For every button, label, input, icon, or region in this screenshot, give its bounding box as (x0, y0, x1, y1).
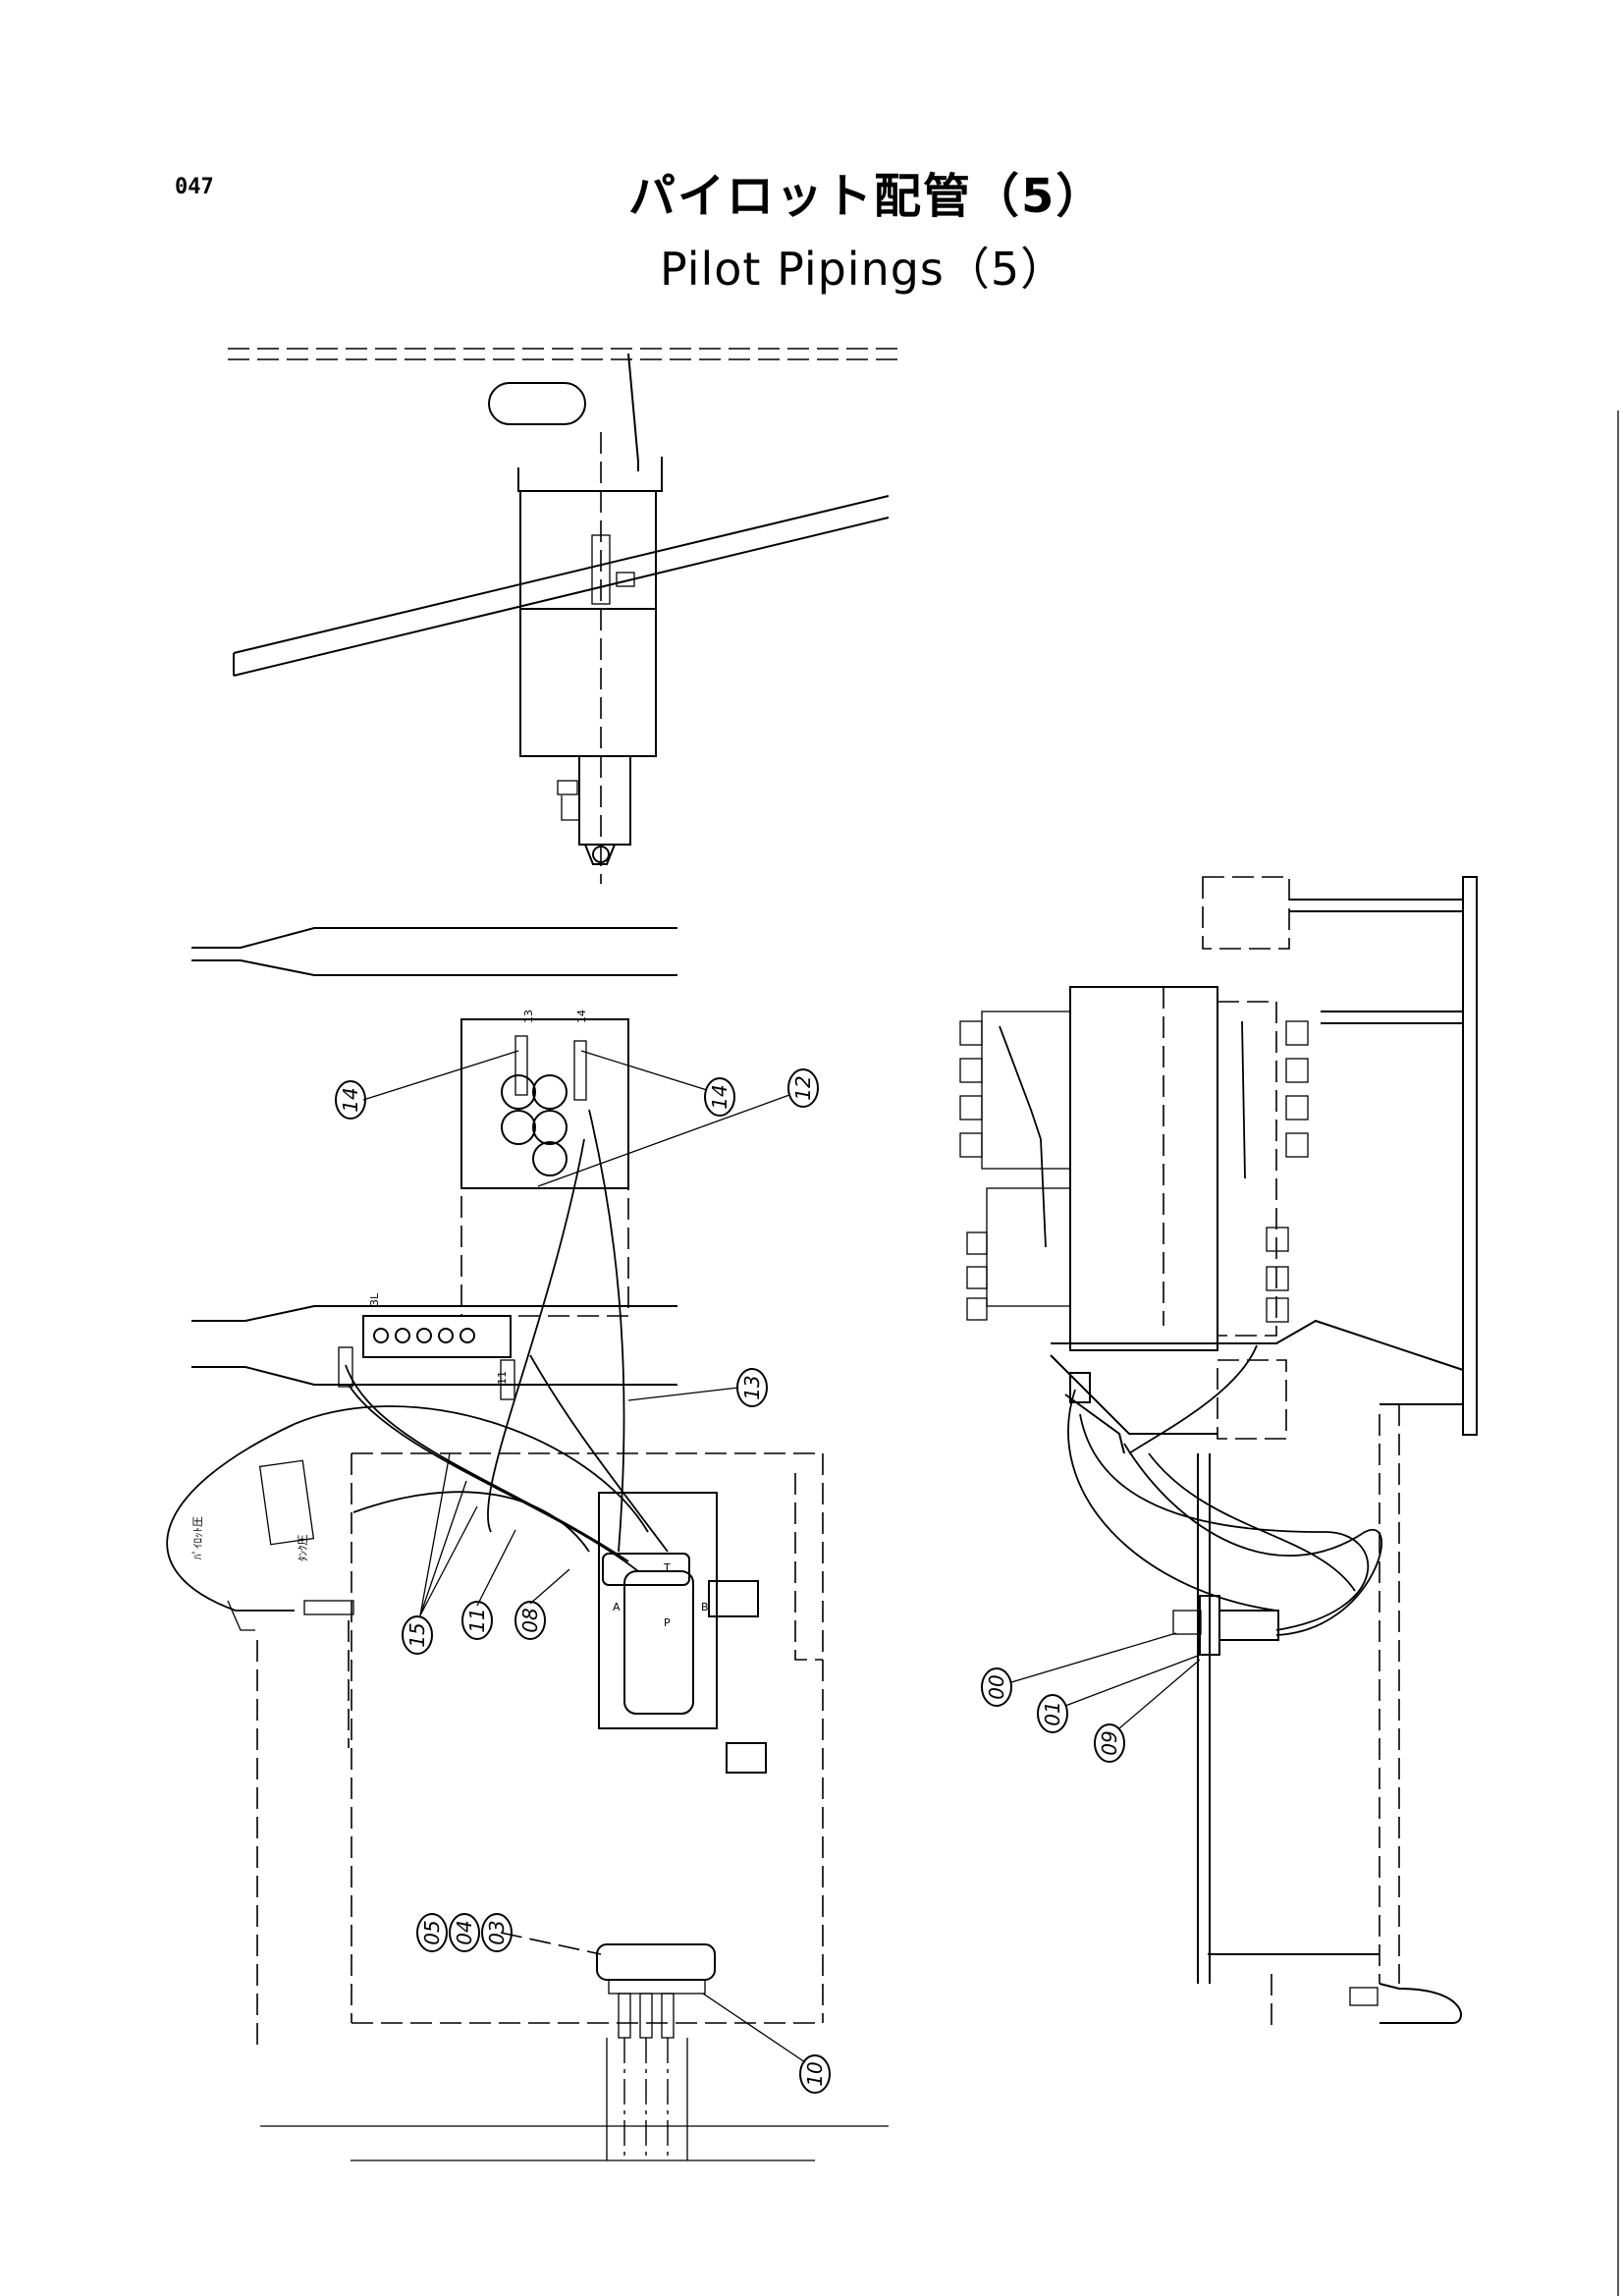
label-port-t: T (663, 1561, 671, 1574)
callout-circle-12 (787, 1068, 819, 1108)
label-3l: 3L (368, 1292, 381, 1306)
label-14: 14 (575, 1010, 588, 1023)
callout-08: 08 (518, 1608, 542, 1632)
callout-circle-14a (335, 1080, 366, 1120)
callout-00: 00 (985, 1674, 1008, 1699)
callout-12: 12 (791, 1075, 815, 1100)
label-13: 13 (522, 1010, 535, 1023)
callout-14a: 14 (339, 1087, 362, 1112)
callout-13: 13 (740, 1375, 764, 1399)
middle-left-view: ﾊﾟｲﾛｯﾄ圧 ﾀﾝｸ圧 (166, 927, 889, 2127)
page-number: 047 (175, 175, 214, 199)
label-port-b: B (701, 1601, 709, 1613)
callout-11: 11 (465, 1608, 489, 1632)
title-japanese: パイロット配管（5） (628, 169, 1106, 224)
callout-circle-04 (449, 1913, 480, 1952)
top-view (228, 348, 898, 884)
callout-03: 03 (485, 1920, 509, 1944)
callout-circle-00 (981, 1667, 1012, 1707)
callout-10: 10 (803, 2061, 827, 2086)
bottom-view (351, 1943, 815, 2161)
callout-circle-10 (799, 2054, 831, 2094)
callout-circle-05 (416, 1913, 448, 1952)
right-view (959, 410, 1619, 2296)
callout-05: 05 (420, 1920, 444, 1944)
label-port-p: P (664, 1616, 671, 1629)
callout-circle-08 (514, 1601, 546, 1640)
label-11: 11 (496, 1371, 509, 1385)
callouts: 14 14 12 13 11 08 15 00 01 (335, 1050, 1201, 2094)
callout-01: 01 (1041, 1701, 1064, 1725)
callout-14b: 14 (708, 1084, 731, 1109)
svg-text:ﾊﾟｲﾛｯﾄ圧: ﾊﾟｲﾛｯﾄ圧 (191, 1516, 204, 1559)
callout-circle-01 (1037, 1694, 1068, 1733)
callout-circle-14b (704, 1077, 735, 1117)
title-english: Pilot Pipings（5） (660, 243, 1067, 296)
callout-circle-03 (481, 1913, 513, 1952)
callout-circle-11 (461, 1601, 493, 1640)
callout-circle-09 (1094, 1723, 1125, 1763)
callout-circle-15 (402, 1615, 433, 1655)
svg-text:ﾀﾝｸ圧: ﾀﾝｸ圧 (297, 1535, 309, 1562)
label-port-a: A (613, 1601, 621, 1613)
callout-15: 15 (406, 1622, 429, 1647)
callout-09: 09 (1098, 1730, 1121, 1755)
callout-circle-13 (736, 1368, 768, 1407)
callout-04: 04 (453, 1920, 476, 1944)
